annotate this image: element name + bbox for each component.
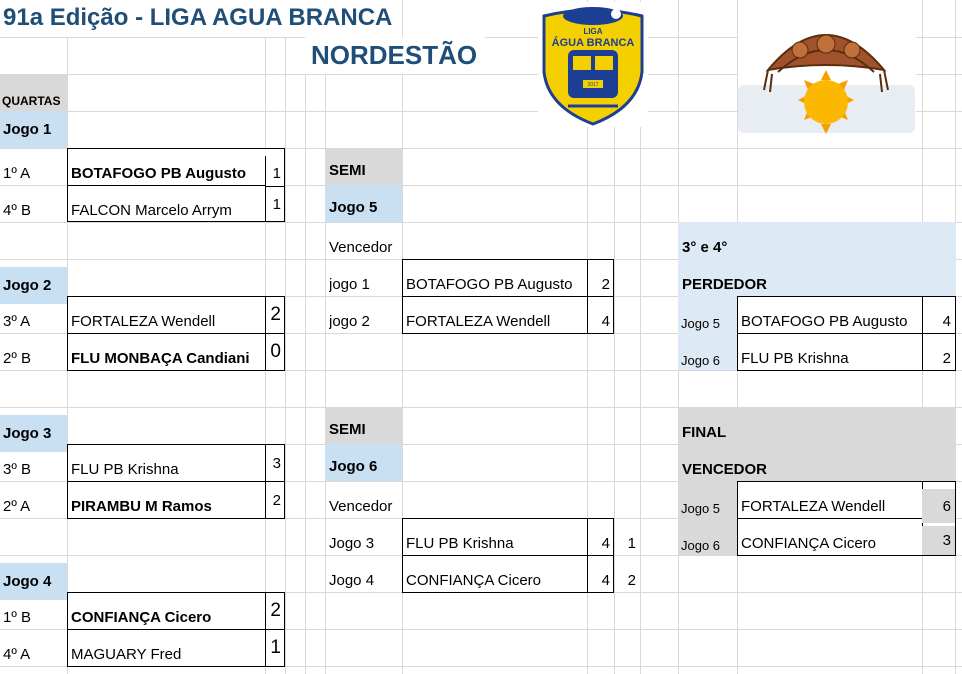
sun-hat-icon xyxy=(738,20,916,135)
penalty-score: 2 xyxy=(627,571,636,589)
seed-label: 4º A xyxy=(3,645,31,663)
game-label-jogo-3: Jogo 3 xyxy=(0,415,67,452)
team-score: 4 xyxy=(942,312,951,330)
seed-label: 1º A xyxy=(3,164,31,182)
team-name: BOTAFOGO PB Augusto xyxy=(741,312,908,330)
third-place-label: 3° e 4° xyxy=(682,238,728,256)
source-game-label: jogo 1 xyxy=(329,275,370,293)
team-score: 2 xyxy=(265,593,285,629)
source-game-label: Jogo 4 xyxy=(329,571,375,589)
team-score: 3 xyxy=(922,526,955,555)
seed-label: 3º B xyxy=(3,460,31,478)
seed-label: 2º A xyxy=(3,497,31,515)
vencedor-label: Vencedor xyxy=(329,238,393,256)
team-name: BOTAFOGO PB Augusto xyxy=(406,275,573,293)
perdedor-label: PERDEDOR xyxy=(682,275,768,293)
vencedor-label: Vencedor xyxy=(329,497,393,515)
team-name: CONFIANÇA Cicero xyxy=(406,571,542,589)
team-name: MAGUARY Fred xyxy=(71,645,182,663)
team-name: FLU PB Krishna xyxy=(406,534,514,552)
team-name: FLU MONBAÇA Candiani xyxy=(71,349,250,367)
game-label-jogo-5: Jogo 5 xyxy=(325,185,402,222)
source-game-label: Jogo 5 xyxy=(681,500,721,516)
team-name: CONFIANÇA Cicero xyxy=(741,534,877,552)
source-game-label: Jogo 6 xyxy=(681,352,721,368)
source-game-label: Jogo 5 xyxy=(681,315,721,331)
svg-text:LIGA: LIGA xyxy=(583,27,602,36)
source-game-label: Jogo 6 xyxy=(681,537,721,553)
team-name: BOTAFOGO PB Augusto xyxy=(71,164,246,182)
team-name: FALCON Marcelo Arrym xyxy=(71,201,232,219)
team-score: 3 xyxy=(265,445,285,481)
seed-label: 4º B xyxy=(3,201,31,219)
team-name: CONFIANÇA Cicero xyxy=(71,608,212,626)
game-label-jogo-1: Jogo 1 xyxy=(0,111,67,148)
team-score: 4 xyxy=(601,312,610,330)
penalty-score: 1 xyxy=(627,534,636,552)
team-name: FLU PB Krishna xyxy=(741,349,849,367)
semi-label: SEMI xyxy=(325,407,402,444)
semi-label: SEMI xyxy=(325,148,402,185)
page-title: 91a Edição - LIGA AGUA BRANCA xyxy=(3,4,393,31)
vencedor-final-label: VENCEDOR xyxy=(682,460,768,478)
team-name: PIRAMBU M Ramos xyxy=(71,497,212,515)
source-game-label: Jogo 3 xyxy=(329,534,375,552)
source-game-label: jogo 2 xyxy=(329,312,370,330)
seed-label: 1º B xyxy=(3,608,31,626)
team-score: 4 xyxy=(601,571,610,589)
page-subtitle: NORDESTÃO xyxy=(311,40,478,70)
seed-label: 2º B xyxy=(3,349,31,367)
team-score: 2 xyxy=(265,297,285,333)
game-label-jogo-2: Jogo 2 xyxy=(0,267,67,304)
game-label-jogo-4: Jogo 4 xyxy=(0,563,67,600)
team-name: FORTALEZA Wendell xyxy=(406,312,551,330)
svg-text:ÁGUA BRANCA: ÁGUA BRANCA xyxy=(552,36,635,49)
team-score: 0 xyxy=(265,334,285,370)
team-score: 1 xyxy=(265,186,285,221)
team-name: FORTALEZA Wendell xyxy=(71,312,216,330)
team-name: FLU PB Krishna xyxy=(71,460,179,478)
seed-label: 3º A xyxy=(3,312,31,330)
team-score: 2 xyxy=(942,349,951,367)
final-label: FINAL xyxy=(682,423,727,441)
team-score: 4 xyxy=(601,534,610,552)
league-shield-logo: LIGA ÁGUA BRANCA 2017 xyxy=(538,2,648,127)
team-score: 2 xyxy=(265,482,285,518)
game-label-jogo-6: Jogo 6 xyxy=(325,444,402,481)
team-name: FORTALEZA Wendell xyxy=(741,497,886,515)
team-score: 1 xyxy=(265,156,285,190)
team-score: 6 xyxy=(922,489,955,523)
svg-text:2017: 2017 xyxy=(587,82,598,88)
team-score: 2 xyxy=(601,275,610,293)
quartas-label: QUARTAS xyxy=(0,74,67,111)
team-score: 1 xyxy=(265,630,285,666)
